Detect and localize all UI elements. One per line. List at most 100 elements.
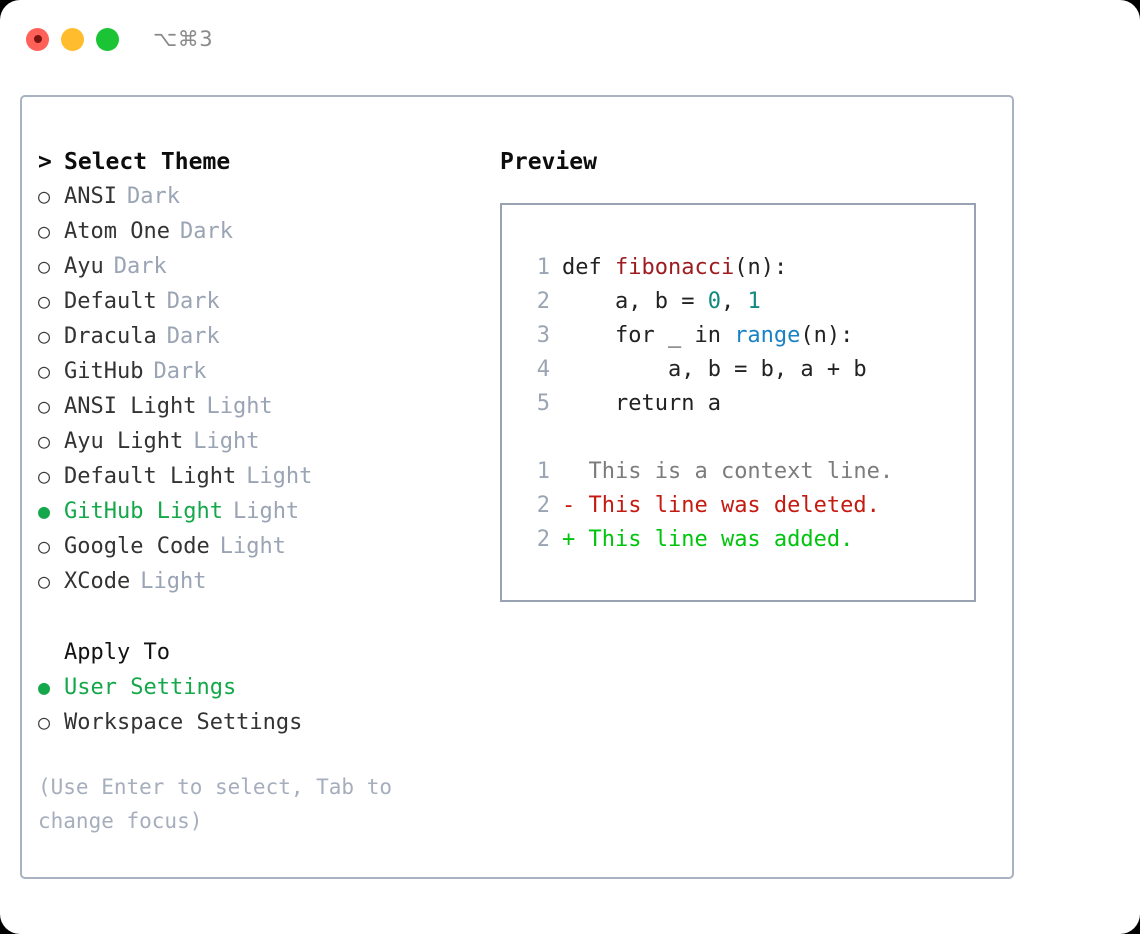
- theme-option-label: Ayu Light: [64, 429, 184, 454]
- select-theme-heading-label: Select Theme: [64, 149, 231, 175]
- code-line: 4 a, b = b, a + b: [520, 353, 974, 387]
- radio-unselected-icon: ○: [38, 534, 51, 558]
- theme-option-label: GitHub: [64, 359, 144, 384]
- code-line-number: 4: [536, 357, 550, 382]
- theme-option-github-light[interactable]: ● GitHub Light Light: [38, 494, 498, 529]
- theme-option-label: GitHub Light: [64, 499, 223, 524]
- theme-variant-badge: Light: [219, 534, 286, 559]
- radio-unselected-icon: ○: [38, 254, 51, 278]
- apply-to-option-workspace-settings[interactable]: ○ Workspace Settings: [38, 705, 498, 740]
- code-line-text: def fibonacci(n):: [562, 251, 787, 285]
- radio-unselected-icon: ○: [38, 569, 51, 593]
- diff-line-number: 2: [536, 493, 550, 518]
- diff-line-text: This is a context line.: [562, 455, 893, 489]
- code-token-num: 1: [747, 289, 761, 314]
- theme-option-dracula[interactable]: ○ Dracula Dark: [38, 319, 498, 354]
- radio-selected-icon: ●: [38, 499, 51, 523]
- apply-to-heading-label: Apply To: [64, 640, 170, 665]
- radio-unselected-icon: ○: [38, 710, 51, 734]
- code-line-number: 2: [536, 289, 550, 314]
- apply-to-option-label: Workspace Settings: [64, 710, 303, 735]
- code-token-plain: a, b = b, a + b: [562, 357, 867, 382]
- diff-line-text: - This line was deleted.: [562, 489, 880, 523]
- diff-line-number: 1: [536, 459, 550, 484]
- theme-option-google-code[interactable]: ○ Google Code Light: [38, 529, 498, 564]
- radio-unselected-icon: ○: [38, 324, 51, 348]
- diff-line-del: 2 - This line was deleted.: [520, 489, 974, 523]
- apply-to-list: ● User Settings ○ Workspace Settings: [38, 670, 498, 740]
- theme-option-github[interactable]: ○ GitHub Dark: [38, 354, 498, 389]
- apply-to-option-user-settings[interactable]: ● User Settings: [38, 670, 498, 705]
- theme-variant-badge: Dark: [166, 324, 220, 349]
- code-token-plain: (n):: [800, 323, 854, 348]
- code-line: 3 for _ in range(n):: [520, 319, 974, 353]
- theme-option-xcode[interactable]: ○ XCode Light: [38, 564, 498, 599]
- theme-option-label: Ayu: [64, 254, 104, 279]
- diff-line-add: 2 + This line was added.: [520, 523, 974, 557]
- theme-option-label: XCode: [64, 569, 131, 594]
- diff-line-content: This line was added.: [575, 527, 854, 552]
- code-token-plain: (n):: [734, 255, 788, 280]
- code-line-text: a, b = 0, 1: [562, 285, 761, 319]
- radio-unselected-icon: ○: [38, 359, 51, 383]
- diff-line-ctx: 1 This is a context line.: [520, 455, 974, 489]
- select-theme-heading: > Select Theme: [38, 145, 498, 179]
- theme-variant-badge: Light: [232, 499, 300, 524]
- code-token-plain: for _ in: [562, 323, 735, 348]
- diff-line-content: This line was deleted.: [575, 493, 880, 518]
- preview-heading: Preview: [500, 149, 597, 175]
- theme-variant-badge: Light: [140, 569, 207, 594]
- diff-line-text: + This line was added.: [562, 523, 853, 557]
- maximize-window-icon[interactable]: [96, 27, 119, 51]
- code-token-plain: ,: [720, 289, 748, 314]
- code-line-number: 1: [536, 255, 550, 280]
- theme-variant-badge: Light: [246, 464, 313, 489]
- radio-unselected-icon: ○: [38, 464, 51, 488]
- radio-unselected-icon: ○: [38, 394, 51, 418]
- radio-unselected-icon: ○: [38, 219, 51, 243]
- theme-option-atom-one[interactable]: ○ Atom One Dark: [38, 214, 498, 249]
- code-line-number: 3: [536, 323, 550, 348]
- section-spacer: [38, 599, 498, 635]
- theme-option-label: Google Code: [64, 534, 210, 559]
- code-line-text: return a: [562, 387, 721, 421]
- code-line: 5 return a: [520, 387, 974, 421]
- diff-line-content: This is a context line.: [575, 459, 894, 484]
- code-token-plain: def: [562, 255, 615, 280]
- code-line-text: a, b = b, a + b: [562, 353, 867, 387]
- theme-option-label: Dracula: [64, 324, 157, 349]
- code-token-build: range: [734, 323, 801, 348]
- theme-option-label: Atom One: [64, 219, 170, 244]
- theme-variant-badge: Dark: [166, 289, 220, 314]
- code-token-plain: return a: [562, 391, 721, 416]
- close-window-icon[interactable]: [26, 27, 49, 51]
- diff-sample-block: 1 This is a context line. 2 - This line wa…: [520, 455, 974, 557]
- keyboard-hint-text: (Use Enter to select, Tab to change focu…: [38, 775, 393, 833]
- apply-to-heading: ○ Apply To: [38, 635, 498, 670]
- spacer-bullet: ○: [38, 635, 64, 669]
- diff-line-number: 2: [536, 527, 550, 552]
- minimize-window-icon[interactable]: [61, 27, 84, 51]
- theme-variant-badge: Dark: [153, 359, 207, 384]
- diff-marker: +: [562, 527, 576, 552]
- code-line-number: 5: [536, 391, 550, 416]
- diff-spacer: [520, 421, 974, 455]
- theme-variant-badge: Dark: [179, 219, 233, 244]
- radio-unselected-icon: ○: [38, 289, 51, 313]
- theme-option-label: ANSI: [64, 184, 117, 209]
- radio-selected-icon: ●: [38, 675, 51, 699]
- apply-to-option-label: User Settings: [64, 675, 237, 700]
- code-line: 2 a, b = 0, 1: [520, 285, 974, 319]
